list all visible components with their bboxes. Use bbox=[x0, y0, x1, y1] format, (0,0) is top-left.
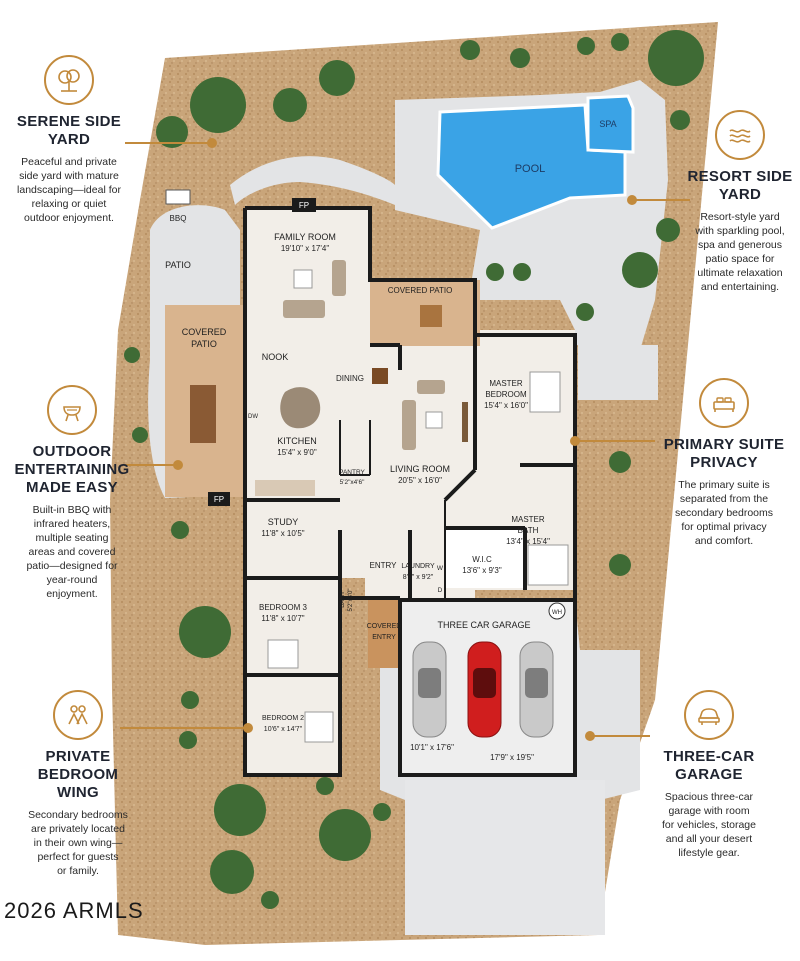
covered-entry-floor bbox=[368, 598, 400, 668]
bath2-label: BATH bbox=[340, 592, 346, 608]
spa-label: SPA bbox=[599, 119, 616, 129]
bedroom3-dims: 11'8" x 10'7" bbox=[261, 614, 304, 623]
callout-title: YARD bbox=[718, 186, 762, 203]
garage-cars bbox=[412, 641, 554, 738]
covered-patio-left-line2: PATIO bbox=[191, 339, 217, 349]
study-label: STUDY bbox=[268, 517, 299, 527]
copyright-watermark: 2026 ARMLS bbox=[4, 898, 144, 923]
callout-text: Resort-style yard with sparkling pool, s… bbox=[695, 211, 785, 293]
covered-patio-left-line1: COVERED bbox=[182, 327, 227, 337]
pool-label: POOL bbox=[515, 163, 546, 175]
car-icon bbox=[684, 690, 734, 740]
family-room-label: FAMILY ROOM bbox=[274, 232, 336, 242]
master-bedroom-line2: BEDROOM bbox=[485, 390, 527, 399]
pantry-label: PANTRY bbox=[339, 469, 365, 476]
landscaping-shrubs bbox=[124, 30, 704, 909]
callout-leaders bbox=[120, 138, 690, 741]
covered-entry-line2: ENTRY bbox=[372, 634, 396, 641]
garage-dims-right: 17'9" x 19'5" bbox=[490, 753, 534, 762]
walkway bbox=[230, 156, 395, 205]
kitchen-dims: 15'4" x 9'0" bbox=[277, 448, 317, 457]
living-room-label: LIVING ROOM bbox=[390, 464, 450, 474]
callout-text: Secondary bedrooms are privately located… bbox=[28, 809, 128, 877]
master-bath-line1: MASTER bbox=[511, 515, 545, 524]
callout-title: RESORT SIDE bbox=[687, 168, 793, 185]
water-heater-label: WH bbox=[552, 610, 562, 616]
laundry-label: LAUNDRY bbox=[401, 563, 435, 570]
tree-icon bbox=[44, 55, 94, 105]
pantry-dims: 5'2"x4'6" bbox=[340, 479, 365, 486]
fp-bottom-label: FP bbox=[214, 495, 224, 504]
callout-title: MADE EASY bbox=[26, 479, 118, 496]
pool bbox=[436, 103, 627, 230]
covered-entry-line1: COVERED bbox=[367, 623, 402, 630]
study-dims: 11'8" x 10'5" bbox=[261, 529, 304, 538]
bbq-label: BBQ bbox=[170, 214, 187, 223]
covered-patio-center-label: COVERED PATIO bbox=[388, 286, 453, 295]
patio-label: PATIO bbox=[165, 260, 191, 270]
callout-text: Built-in BBQ with infrared heaters, mult… bbox=[26, 504, 118, 600]
kitchen-label: KITCHEN bbox=[277, 436, 317, 446]
furniture bbox=[190, 260, 569, 743]
bedroom2-label: BEDROOM 2 bbox=[262, 715, 304, 722]
dryer-label: D bbox=[438, 587, 443, 594]
family-room-dims: 19'10" x 17'4" bbox=[281, 244, 329, 253]
wic-label: W.I.C bbox=[472, 555, 492, 564]
callout-three-car-garage: THREE-CAR GARAGE Spacious three-car gara… bbox=[648, 690, 770, 860]
callout-private-bedroom-wing: PRIVATE BEDROOM WING Secondary bedrooms … bbox=[8, 690, 148, 878]
garage-label: THREE CAR GARAGE bbox=[437, 620, 530, 630]
entry-label: ENTRY bbox=[370, 561, 398, 570]
walls bbox=[243, 206, 577, 777]
fp-top-label: FP bbox=[299, 201, 309, 210]
water-heater-icon bbox=[548, 602, 566, 620]
callout-title: PRIMARY SUITE bbox=[663, 436, 785, 453]
callout-text: The primary suite is separated from the … bbox=[674, 479, 774, 547]
laundry-dims: 8'0" x 9'2" bbox=[403, 574, 434, 581]
master-bath-dims: 13'4" x 15'4" bbox=[506, 537, 550, 546]
callout-title: PRIVATE BEDROOM bbox=[37, 748, 119, 783]
callout-primary-suite-privacy: PRIMARY SUITE PRIVACY The primary suite … bbox=[654, 378, 794, 548]
interior-walls bbox=[339, 420, 446, 598]
callout-title: OUTDOOR bbox=[32, 443, 112, 460]
dw-label: DW bbox=[248, 414, 258, 420]
callout-title: ENTERTAINING bbox=[14, 461, 130, 478]
callout-serene-side-yard: SERENE SIDE YARD Peaceful and private si… bbox=[14, 55, 124, 225]
living-room-dims: 20'5" x 16'0" bbox=[398, 476, 442, 485]
callout-title: SERENE SIDE bbox=[16, 113, 122, 130]
callout-text: Peaceful and private side yard with matu… bbox=[17, 156, 121, 224]
callout-title: PRIVACY bbox=[690, 454, 758, 471]
callout-title: GARAGE bbox=[675, 766, 743, 783]
garage-approach bbox=[405, 780, 605, 935]
wic-floor bbox=[445, 528, 525, 588]
water-icon bbox=[715, 110, 765, 160]
callout-title: YARD bbox=[47, 131, 91, 148]
grill-icon bbox=[47, 385, 97, 435]
bedroom2-dims: 10'6" x 14'7" bbox=[264, 726, 303, 733]
callout-resort-side-yard: RESORT SIDE YARD Resort-style yard with … bbox=[684, 110, 796, 294]
bath2-dims: 5'2"x3'0" bbox=[348, 589, 354, 612]
callout-title: THREE-CAR bbox=[663, 748, 755, 765]
people-icon bbox=[53, 690, 103, 740]
callout-title: WING bbox=[56, 784, 100, 801]
nook-label: NOOK bbox=[262, 352, 289, 362]
spa bbox=[586, 94, 635, 154]
room-labels: FP FP BBQ PATIO COVERED PATIO FAMILY ROO… bbox=[165, 189, 550, 762]
side-walk bbox=[578, 345, 658, 400]
bed-icon bbox=[699, 378, 749, 428]
callout-text: Spacious three-car garage with room for … bbox=[662, 791, 756, 859]
washer-label: W bbox=[437, 565, 444, 572]
master-bedroom-dims: 15'4" x 16'0" bbox=[484, 401, 528, 410]
master-bath-line2: BATH bbox=[518, 526, 539, 535]
bedroom3-label: BEDROOM 3 bbox=[259, 603, 308, 612]
garage-dims-left: 10'1" x 17'6" bbox=[410, 743, 454, 752]
wic-dims: 13'6" x 9'3" bbox=[462, 566, 502, 575]
master-bedroom-line1: MASTER bbox=[489, 379, 523, 388]
callout-outdoor-entertaining: OUTDOOR ENTERTAINING MADE EASY Built-in … bbox=[12, 385, 132, 601]
dining-label: DINING bbox=[336, 374, 364, 383]
